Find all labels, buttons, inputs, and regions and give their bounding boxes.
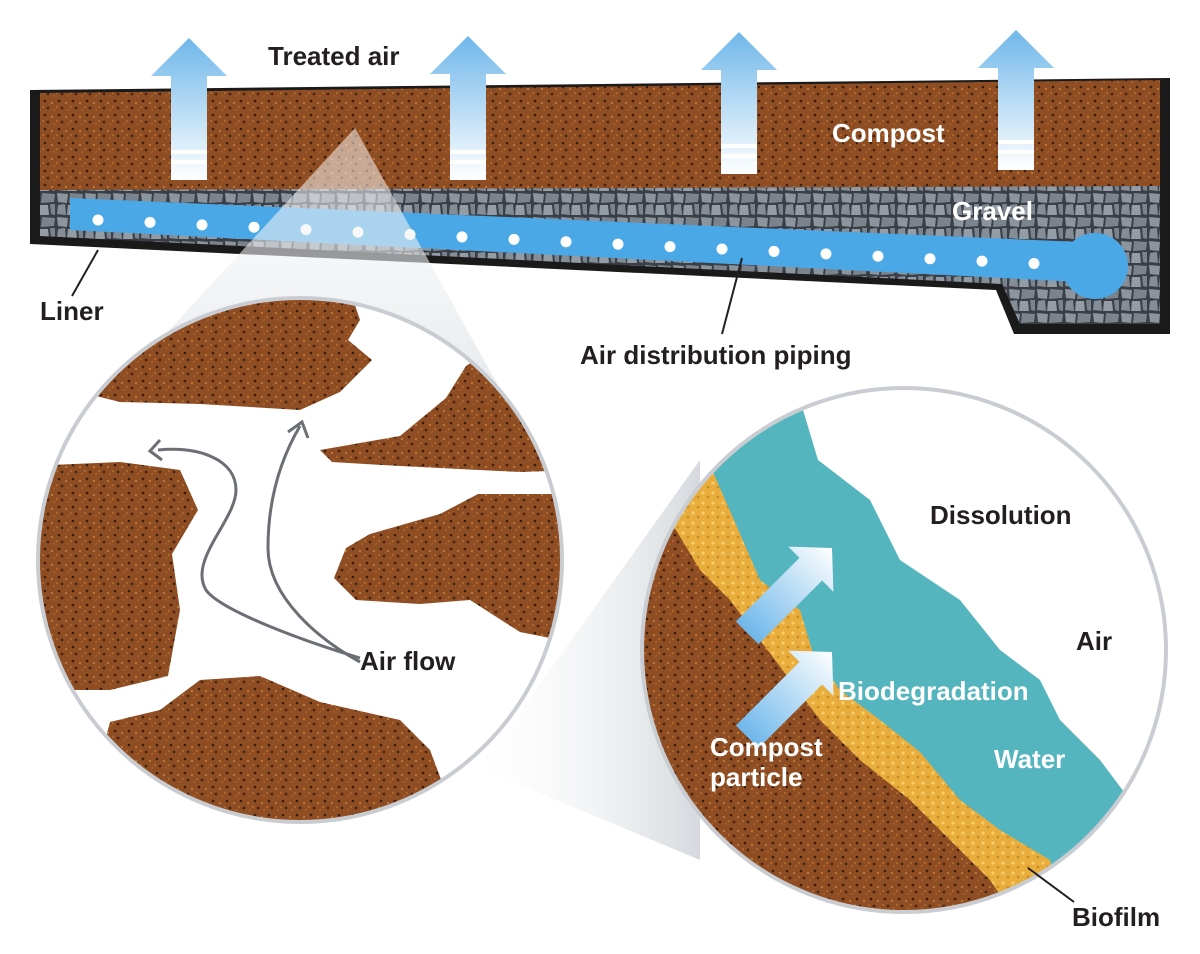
- compost-layer: [40, 80, 1160, 190]
- pipe-end-cap: [1062, 233, 1128, 299]
- treated-air-arrow: [151, 38, 227, 180]
- air-flow-arrowhead: [287, 419, 310, 439]
- pipe-hole: [196, 219, 208, 231]
- pipe-hole: [92, 214, 104, 226]
- air-flow-arrowhead: [147, 438, 163, 462]
- label-biofilm: Biofilm: [1072, 902, 1160, 932]
- biofilm-leader: [1027, 867, 1075, 903]
- label-water: Water: [994, 744, 1065, 774]
- pipe-hole: [924, 253, 936, 265]
- label-compost: Compost: [832, 118, 945, 148]
- label-air-distribution-piping: Air distribution piping: [580, 340, 852, 370]
- treated-air-arrow: [430, 36, 506, 180]
- air-flow-arrow: [157, 447, 361, 660]
- pipe-hole: [716, 243, 728, 255]
- label-treated-air: Treated air: [268, 41, 400, 71]
- pipe-hole: [820, 248, 832, 260]
- pipe-hole: [508, 233, 520, 245]
- label-air: Air: [1076, 626, 1112, 656]
- dissolution-arrow: [735, 650, 834, 749]
- piping-leader: [721, 257, 743, 335]
- magnifier-cone-right: [480, 460, 700, 860]
- label-compost-particle-line1: Compost: [710, 732, 823, 762]
- pipe-hole: [872, 250, 884, 262]
- compost-chunk: [100, 676, 460, 822]
- pipe-hole: [248, 221, 260, 233]
- label-compost-particle-line2: particle: [710, 762, 803, 792]
- pipe-hole: [1028, 258, 1040, 270]
- zoom-biofilm-detail: [640, 386, 1168, 914]
- pipe-hole: [560, 236, 572, 248]
- compost-chunk: [38, 462, 198, 690]
- pipe-hole: [976, 255, 988, 267]
- label-biodegradation: Biodegradation: [838, 676, 1029, 706]
- label-dissolution: Dissolution: [930, 500, 1072, 530]
- liner-leader: [71, 249, 99, 297]
- pipe-hole: [768, 245, 780, 257]
- treated-air-arrow: [978, 30, 1054, 170]
- pipe-hole: [612, 238, 624, 250]
- compost-particle: [642, 500, 1010, 910]
- treated-air-arrows: [151, 30, 1054, 180]
- pipe-hole: [664, 241, 676, 253]
- treated-air-arrow: [701, 32, 777, 174]
- pipe-hole: [144, 216, 156, 228]
- label-liner: Liner: [40, 296, 104, 326]
- label-gravel: Gravel: [952, 196, 1033, 226]
- compost-chunk: [334, 494, 560, 640]
- air-flow-arrow: [266, 425, 361, 664]
- dissolution-arrow: [735, 546, 834, 645]
- label-air-flow: Air flow: [360, 646, 456, 676]
- pipe-hole: [456, 231, 468, 243]
